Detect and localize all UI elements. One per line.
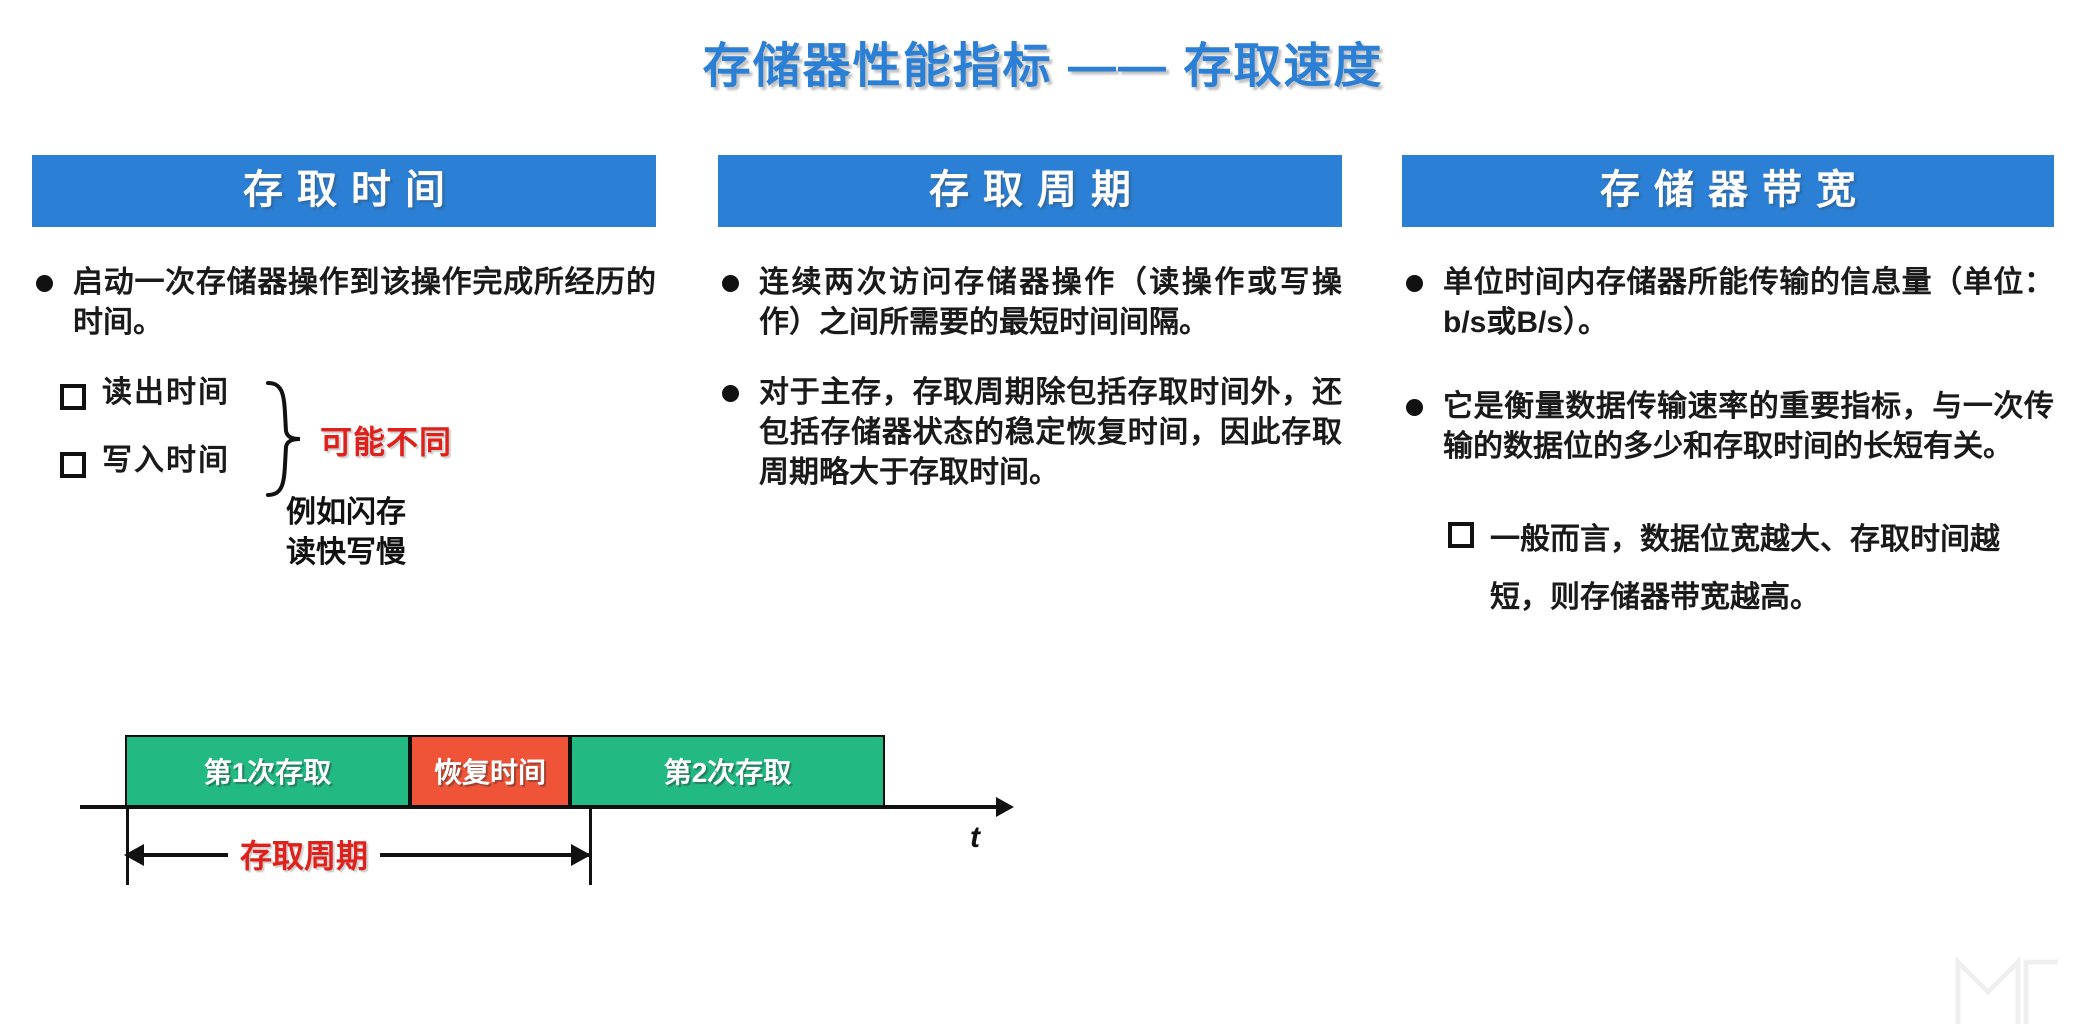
flash-note-line-2: 读快写慢 [286,536,406,570]
bullet-item: 连续两次访问存储器操作（读操作或写操作）之间所需要的最短时间间隔。 [718,263,1342,343]
sub-bullet-list: 读出时间 写入时间 [60,373,230,509]
bullet-item: 启动一次存储器操作到该操作完成所经历的时间。 [32,263,656,343]
column-access-cycle: 存取周期 连续两次访问存储器操作（读操作或写操作）之间所需要的最短时间间隔。 对… [718,155,1342,522]
bullet-text: 单位时间内存储器所能传输的信息量（单位：b/s或B/s）。 [1443,266,2054,339]
timeline-block-first-access: 第1次存取 [125,735,410,807]
timeline-tick-start [126,735,129,885]
flash-memory-note: 例如闪存 读快写慢 [286,493,406,574]
watermark-logo-icon [1955,955,2058,1024]
column-access-time: 存取时间 启动一次存储器操作到该操作完成所经历的时间。 读出时间 写入时间 可能… [32,155,656,573]
timeline-span-label: 存取周期 [228,831,381,877]
column-body-memory-bandwidth: 单位时间内存储器所能传输的信息量（单位：b/s或B/s）。 它是衡量数据传输速率… [1402,263,2054,628]
access-cycle-timeline-diagram: t 第1次存取 恢复时间 第2次存取 存取周期 [80,735,1040,935]
timeline-tick-end [589,735,592,885]
bullet-text: 它是衡量数据传输速率的重要指标，与一次传输的数据位的多少和存取时间的长短有关。 [1443,389,2054,463]
timeline-axis-label: t [970,821,980,854]
timeline-block-recovery-time: 恢复时间 [410,735,570,807]
timeline-blocks: 第1次存取 恢复时间 第2次存取 [125,735,885,807]
bullet-dot-icon [1406,398,1423,416]
square-bullet-icon [60,383,86,410]
column-body-access-time: 启动一次存储器操作到该操作完成所经历的时间。 读出时间 写入时间 可能不同 例如… [32,263,656,573]
sub-bullet-item: 一般而言，数据位宽越大、存取时间越短，则存储器带宽越高。 [1448,511,2054,628]
bullet-item: 单位时间内存储器所能传输的信息量（单位：b/s或B/s）。 [1402,263,2054,343]
bullet-text: 对于主存，存取周期除包括存取时间外，还包括存储器状态的稳定恢复时间，因此存取周期… [759,375,1342,489]
bullet-dot-icon [722,275,739,292]
bullet-dot-icon [1406,275,1423,292]
square-bullet-icon [1448,521,1474,548]
column-header-access-cycle: 存取周期 [718,155,1342,227]
sub-bullet-item: 写入时间 [60,441,230,481]
sub-bullet-text: 一般而言，数据位宽越大、存取时间越短，则存储器带宽越高。 [1490,522,2000,615]
square-bullet-icon [60,451,86,478]
bullet-dot-icon [722,384,739,402]
timeline-axis-arrow-icon [996,797,1014,817]
column-memory-bandwidth: 存储器带宽 单位时间内存储器所能传输的信息量（单位：b/s或B/s）。 它是衡量… [1402,155,2054,644]
column-header-memory-bandwidth: 存储器带宽 [1402,155,2054,227]
sub-bullet-text: 写入时间 [102,443,230,477]
flash-note-line-1: 例如闪存 [286,495,406,529]
bullet-item: 它是衡量数据传输速率的重要指标，与一次传输的数据位的多少和存取时间的长短有关。 [1402,387,2054,467]
page-title: 存储器性能指标 —— 存取速度 [702,40,1384,93]
column-body-access-cycle: 连续两次访问存储器操作（读操作或写操作）之间所需要的最短时间间隔。 对于主存，存… [718,263,1342,492]
bullet-text: 连续两次访问存储器操作（读操作或写操作）之间所需要的最短时间间隔。 [759,266,1342,339]
curly-brace-icon [266,380,301,497]
maybe-different-note: 可能不同 [320,423,453,460]
sub-bullet-item: 读出时间 [60,373,230,413]
bullet-text: 启动一次存储器操作到该操作完成所经历的时间。 [73,266,656,339]
sub-bullet-text: 读出时间 [102,375,230,409]
column-header-access-time: 存取时间 [32,155,656,227]
bullet-item: 对于主存，存取周期除包括存取时间外，还包括存储器状态的稳定恢复时间，因此存取周期… [718,373,1342,493]
timeline-block-second-access: 第2次存取 [570,735,885,807]
timeline-axis [80,805,1000,809]
brace-group: 读出时间 写入时间 可能不同 例如闪存 读快写慢 [32,373,656,573]
bullet-dot-icon [36,275,53,292]
